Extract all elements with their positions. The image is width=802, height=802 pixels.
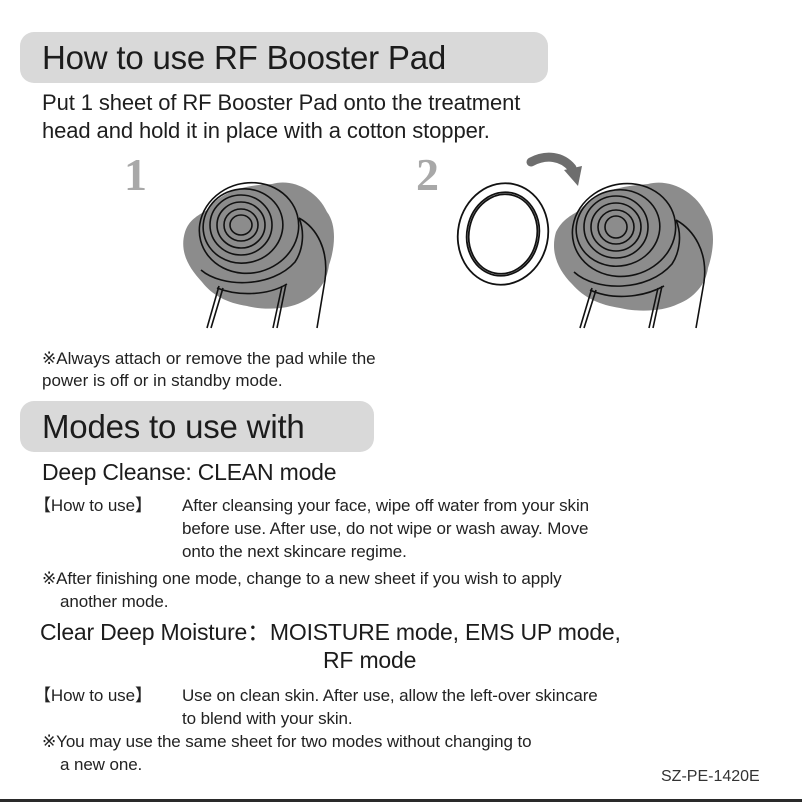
- step-number-2: 2: [416, 149, 439, 200]
- how-to-use-label: 【How to use】: [34, 686, 152, 705]
- note-line-2: power is off or in standby mode.: [42, 371, 283, 390]
- step-number-1: 1: [124, 149, 147, 200]
- section-title-how-to-use: How to use RF Booster Pad: [42, 39, 447, 76]
- treatment-head-icon: [183, 181, 334, 329]
- mode-heading-moisture: Clear Deep Moisture：MOISTURE mode, EMS U…: [40, 619, 621, 645]
- mode-note-line: ※You may use the same sheet for two mode…: [42, 732, 532, 751]
- intro-line-2: head and hold it in place with a cotton …: [42, 118, 490, 143]
- section-header-how-to-use: [20, 32, 548, 83]
- treatment-head-icon: [553, 182, 713, 329]
- section-title-modes: Modes to use with: [42, 408, 305, 445]
- intro-line-1: Put 1 sheet of RF Booster Pad onto the t…: [42, 90, 521, 115]
- cotton-stopper-ring-icon: [456, 182, 550, 286]
- arrow-icon: [526, 152, 582, 186]
- how-to-use-line: Use on clean skin. After use, allow the …: [182, 686, 598, 705]
- mode-note-line: another mode.: [60, 592, 169, 611]
- model-code: SZ-PE-1420E: [661, 768, 760, 785]
- how-to-use-line: After cleansing your face, wipe off wate…: [182, 496, 589, 515]
- section-header-modes: [20, 401, 374, 452]
- mode-heading-moisture-line-2: RF mode: [323, 647, 417, 673]
- how-to-use-line: onto the next skincare regime.: [182, 542, 407, 561]
- how-to-use-line: to blend with your skin.: [182, 709, 353, 728]
- how-to-use-label: 【How to use】: [34, 496, 152, 515]
- bottom-divider: [0, 799, 802, 802]
- note-line-1: ※Always attach or remove the pad while t…: [42, 349, 376, 368]
- mode-note-line: ※After finishing one mode, change to a n…: [42, 569, 562, 588]
- how-to-use-line: before use. After use, do not wipe or wa…: [182, 519, 589, 538]
- mode-note-line: a new one.: [60, 755, 143, 774]
- mode-heading-clean: Deep Cleanse: CLEAN mode: [42, 459, 337, 485]
